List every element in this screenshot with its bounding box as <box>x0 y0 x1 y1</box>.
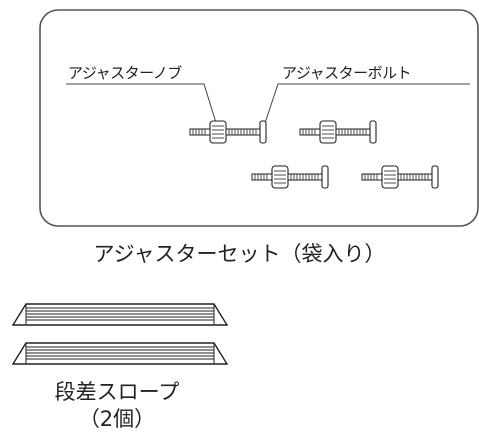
adjuster-knob-label: アジャスターノブ <box>68 64 182 82</box>
adjuster-part-2 <box>299 120 377 144</box>
step-slope-1 <box>11 303 229 326</box>
step-slope-caption: 段差スロープ <box>54 380 180 404</box>
adjuster-bolt-label: アジャスターボルト <box>282 64 412 82</box>
adjuster-part-1 <box>189 120 267 144</box>
adjuster-part-4 <box>361 165 439 189</box>
step-slope-2 <box>11 342 229 365</box>
knob-leader-line <box>66 83 218 127</box>
adjuster-set-caption: アジャスターセット（袋入り） <box>93 242 386 266</box>
bolt-leader-line <box>263 83 470 127</box>
step-slope-count-caption: （2個） <box>78 407 156 431</box>
adjuster-set-panel <box>39 9 479 227</box>
adjuster-part-3 <box>251 165 329 189</box>
